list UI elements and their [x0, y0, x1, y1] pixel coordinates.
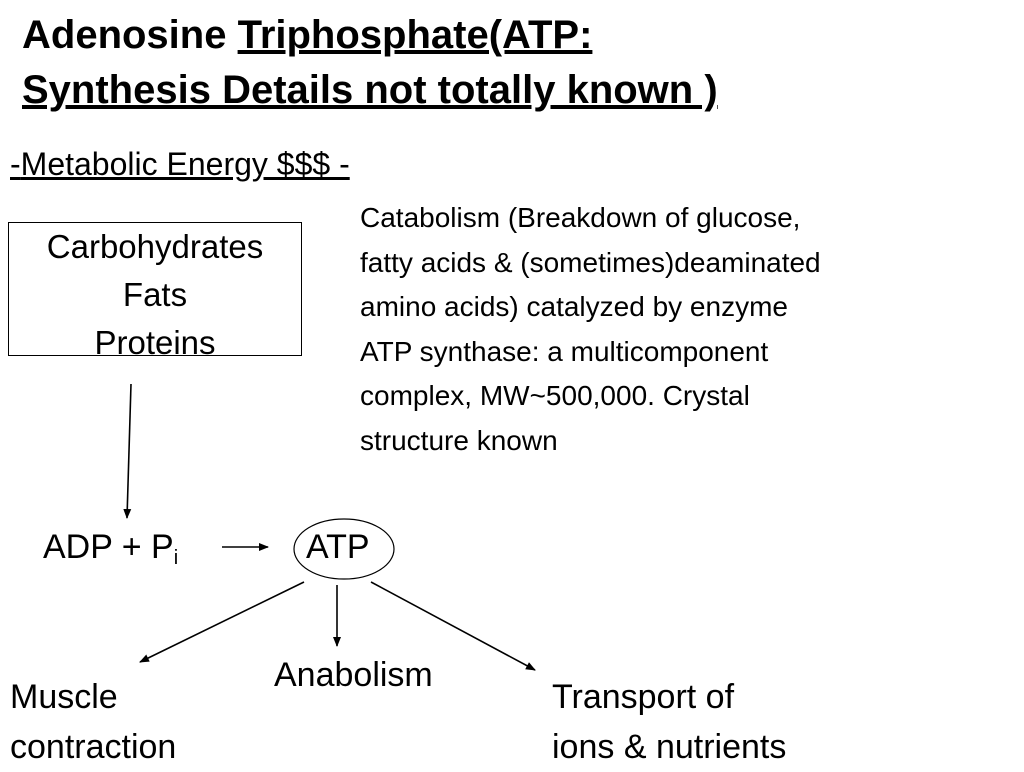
catabolism-line: amino acids) catalyzed by enzyme [360, 291, 788, 322]
muscle-contraction-label: Muscle contraction [10, 672, 176, 772]
slide-title: Adenosine Triphosphate(ATP: Synthesis De… [22, 8, 718, 118]
catabolism-line: Catabolism (Breakdown of glucose, [360, 202, 801, 233]
arrow-sources-to-adp [123, 383, 132, 519]
source-carbohydrates: Carbohydrates [46, 228, 264, 265]
subtitle-text: Metabolic Energy $$$ - [20, 146, 350, 182]
source-proteins: Proteins [94, 324, 216, 361]
muscle-line: contraction [10, 728, 177, 766]
source-fats: Fats [122, 276, 188, 313]
catabolism-line: complex, MW~500,000. Crystal [360, 380, 750, 411]
catabolism-line: fatty acids & (sometimes)deaminated [360, 246, 821, 278]
title-part1: Adenosine [22, 13, 238, 57]
atp-ellipse [293, 518, 395, 580]
subtitle: -Metabolic Energy $$$ - [10, 146, 350, 183]
reactants-label: ADP + Pi [43, 528, 178, 570]
catabolism-description: Catabolism (Breakdown of glucose, fatty … [360, 196, 821, 463]
catabolism-line: ATP synthase: a multicomponent [360, 335, 769, 367]
atp-label: ATP [306, 528, 370, 566]
muscle-line: Muscle [10, 678, 118, 716]
reactants-text: ADP + P [43, 528, 174, 566]
transport-label: Transport of ions & nutrients [552, 672, 786, 772]
nutrient-sources-box: Carbohydrates Fats Proteins [8, 222, 302, 361]
phosphate-subscript: i [173, 547, 179, 569]
transport-line: ions & nutrients [552, 728, 787, 766]
arrow-atp-to-muscle [139, 581, 305, 663]
subtitle-lead: - [10, 146, 21, 182]
title-line2: Synthesis Details not totally known ) [22, 68, 718, 112]
anabolism-label: Anabolism [274, 656, 433, 694]
arrow-atp-to-transport [370, 581, 536, 671]
title-part2: Triphosphate(ATP: [237, 13, 593, 57]
transport-line: Transport of [552, 678, 735, 716]
catabolism-line: structure known [360, 424, 558, 456]
